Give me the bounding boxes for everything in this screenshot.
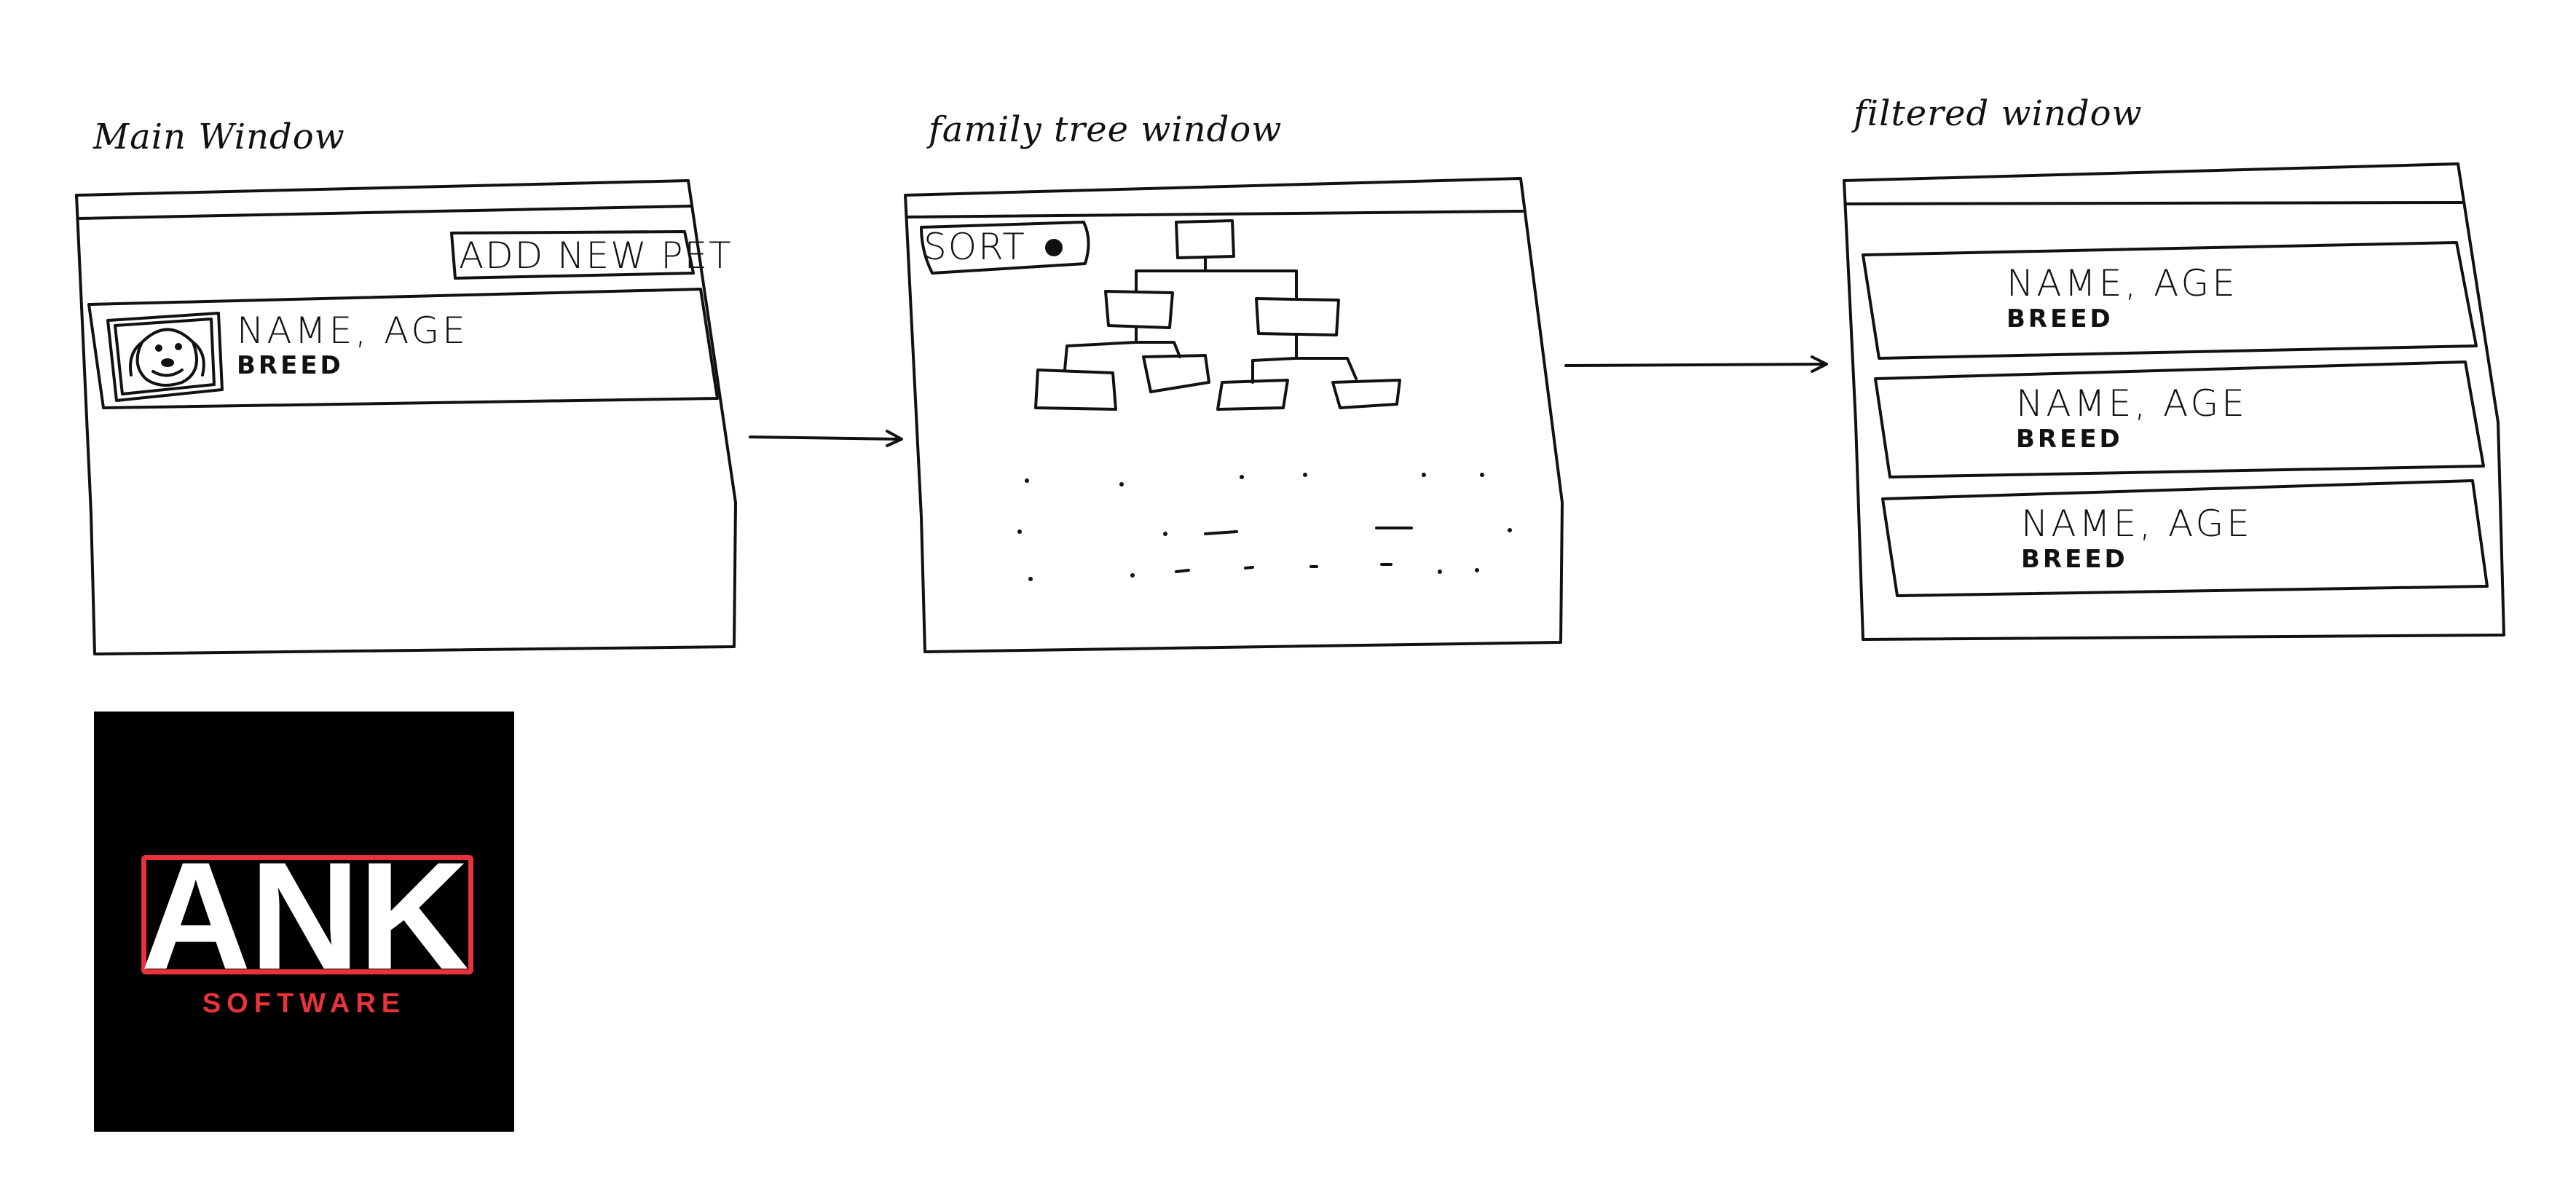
avatar-frame bbox=[106, 312, 224, 402]
result-name-age-3: NAME, AGE bbox=[2021, 503, 2253, 545]
filtered-window-frame bbox=[1843, 162, 2505, 641]
result-name-age-2: NAME, AGE bbox=[2016, 382, 2248, 425]
sort-button[interactable]: SORT bbox=[923, 226, 1026, 268]
placeholder-dots bbox=[1017, 473, 1512, 581]
dropdown-icon bbox=[1045, 239, 1063, 256]
result-breed-3: BREED bbox=[2021, 545, 2128, 574]
arrow-family-to-filtered bbox=[1564, 355, 1828, 373]
family-tree-window-title: family tree window bbox=[929, 109, 1283, 150]
filtered-window-title: filtered window bbox=[1854, 93, 2143, 134]
dog-icon bbox=[129, 328, 205, 387]
ank-software-logo: ANK SOFTWARE bbox=[94, 712, 514, 1132]
result-card-outline-2[interactable] bbox=[1874, 360, 2485, 478]
family-tree-diagram bbox=[1034, 219, 1401, 411]
add-new-pet-button[interactable]: ADD NEW PET bbox=[459, 235, 733, 277]
result-breed-1: BREED bbox=[2006, 304, 2114, 334]
placeholder-dashes bbox=[1175, 527, 1413, 573]
logo-red-frame bbox=[141, 855, 473, 974]
pet-name-age: NAME, AGE bbox=[237, 310, 468, 352]
main-window-title: Main Window bbox=[93, 117, 345, 157]
sort-button-outline[interactable] bbox=[920, 221, 1090, 275]
arrow-main-to-family bbox=[749, 430, 903, 447]
result-name-age-1: NAME, AGE bbox=[2006, 262, 2238, 304]
family-tree-window-frame bbox=[904, 177, 1564, 653]
add-new-pet-button-outline[interactable] bbox=[450, 230, 695, 280]
result-card-outline-3[interactable] bbox=[1881, 479, 2489, 597]
pet-breed: BREED bbox=[237, 351, 344, 380]
result-card-outline-1[interactable] bbox=[1862, 241, 2478, 360]
logo-subtitle: SOFTWARE bbox=[202, 988, 406, 1019]
pet-card-outline[interactable] bbox=[87, 288, 719, 409]
result-breed-2: BREED bbox=[2016, 425, 2123, 454]
main-window-frame bbox=[75, 179, 737, 655]
logo-word: ANK bbox=[141, 830, 469, 1001]
